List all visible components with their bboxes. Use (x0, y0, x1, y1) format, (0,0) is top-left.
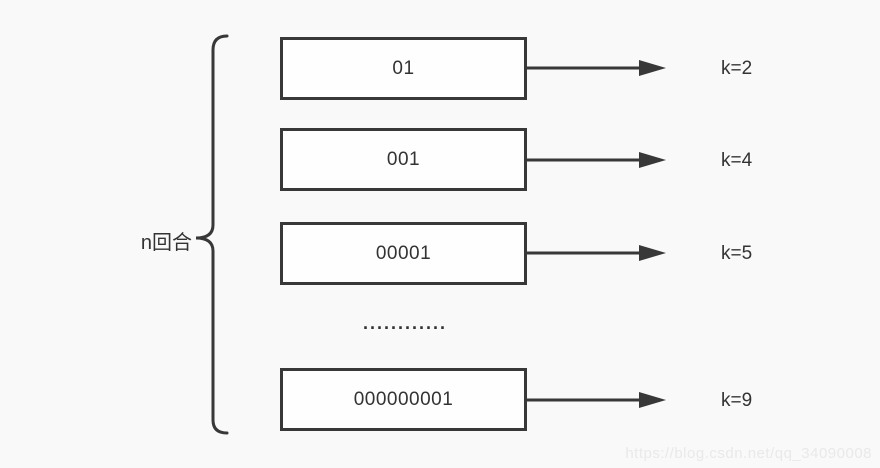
brace-label: n回合 (140, 232, 192, 254)
binary-box-row1: 01 (280, 37, 527, 100)
watermark-url: https://blog.csdn.net/qq_34090008 (625, 445, 872, 462)
binary-box-row4: 000000001 (280, 368, 527, 431)
binary-box-label: 000000001 (353, 388, 454, 410)
arrow-right-icon (527, 392, 666, 408)
binary-box-row2: 001 (280, 128, 527, 191)
arrow-right-icon (527, 245, 666, 261)
binary-box-label: 001 (386, 148, 421, 170)
k-value-label-row4: k=9 (721, 390, 753, 411)
ellipsis-dots: ............ (363, 313, 448, 333)
arrow-right-icon (527, 152, 666, 168)
binary-box-label: 01 (392, 57, 415, 79)
curly-brace-icon (195, 34, 229, 435)
k-value-label-row3: k=5 (721, 243, 753, 264)
k-value-label-row2: k=4 (721, 150, 753, 171)
k-value-label-row1: k=2 (721, 58, 753, 79)
binary-box-label: 00001 (375, 242, 432, 264)
arrow-right-icon (527, 60, 666, 76)
binary-box-row3: 00001 (280, 222, 527, 285)
